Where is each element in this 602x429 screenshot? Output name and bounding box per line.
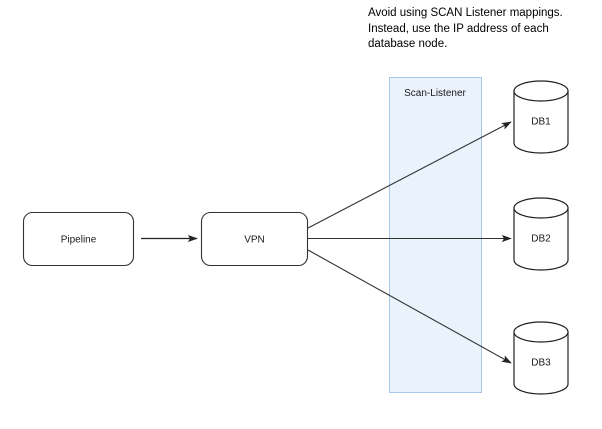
scan-listener-band: Scan-Listener: [389, 77, 482, 393]
edge-vpn-to-db1: [307, 121, 512, 229]
node-pipeline-label: Pipeline: [61, 235, 97, 246]
node-db3-label: DB3: [531, 358, 551, 369]
node-db3[interactable]: DB3: [513, 321, 569, 395]
node-vpn[interactable]: VPN: [200, 211, 309, 267]
node-vpn-label: VPN: [244, 235, 265, 246]
node-pipeline[interactable]: Pipeline: [22, 211, 135, 267]
node-db2-label: DB2: [531, 234, 551, 245]
node-db1[interactable]: DB1: [513, 80, 569, 154]
scan-listener-label: Scan-Listener: [404, 88, 466, 99]
node-db2[interactable]: DB2: [513, 197, 569, 271]
edge-vpn-to-db3: [307, 249, 512, 364]
node-db1-label: DB1: [531, 117, 551, 128]
annotation-note: Avoid using SCAN Listener mappings. Inst…: [368, 7, 563, 50]
